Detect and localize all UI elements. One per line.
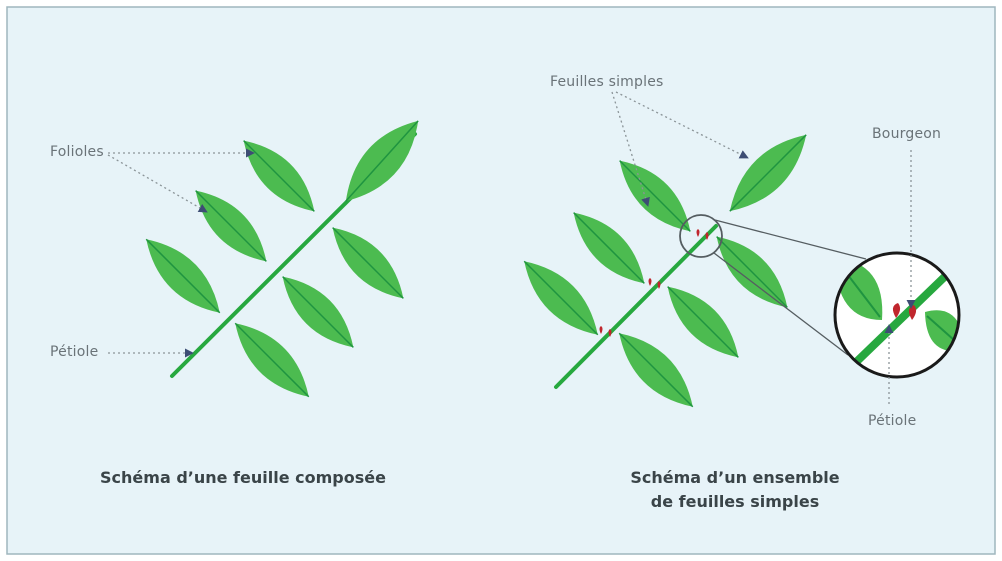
label-bourgeon: Bourgeon: [872, 126, 942, 142]
label-petiole-left: Pétiole: [50, 344, 99, 360]
label-feuilles-simples: Feuilles simples: [550, 74, 664, 90]
caption-simple-leaves: Schéma d’un ensemble de feuilles simples: [620, 466, 850, 514]
simple-leaf: [573, 212, 645, 284]
simple-leaf: [523, 260, 599, 336]
simple-leaf: [619, 160, 691, 232]
zoom-connector-bottom: [713, 252, 849, 356]
simple-leaf: [716, 236, 788, 308]
compound-leaf: [107, 120, 419, 398]
magnifier-small-circle: [679, 214, 723, 258]
bud-cluster: [599, 229, 709, 337]
label-folioles: Folioles: [50, 144, 104, 160]
simple-leaf: [729, 134, 807, 212]
leaflet: [234, 322, 310, 398]
leaflet: [332, 227, 404, 299]
caption-simple-leaves-line2: de feuilles simples: [650, 492, 820, 511]
caption-compound-leaf: Schéma d’une feuille composée: [100, 468, 386, 487]
terminal-leaflet: [345, 120, 419, 202]
leaflet: [195, 190, 267, 262]
caption-simple-leaves-line1: Schéma d’un ensemble: [630, 468, 840, 487]
leaflet: [243, 140, 315, 212]
label-petiole-right: Pétiole: [868, 413, 917, 429]
leaflet: [282, 276, 354, 348]
simple-leaf: [618, 332, 694, 408]
leader-folioles-2: [107, 154, 208, 213]
simple-leaf: [667, 286, 739, 358]
zoom-connector-top: [714, 219, 867, 260]
leaflet: [145, 238, 221, 314]
